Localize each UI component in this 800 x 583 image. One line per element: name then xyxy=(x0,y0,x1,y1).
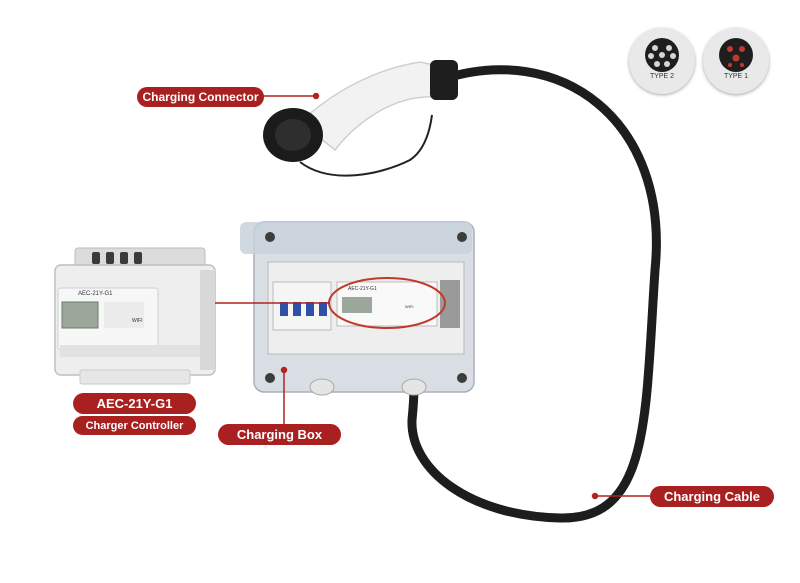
type1-label: TYPE 1 xyxy=(723,73,749,80)
box-meter-model-print: AEC-21Y-G1 xyxy=(348,286,377,292)
box-meter-wifi-print: WIFI xyxy=(405,304,414,309)
controller-wifi-print: WIFI xyxy=(132,318,143,324)
type2-label: TYPE 2 xyxy=(649,73,675,80)
type1-plug-icon xyxy=(719,38,753,72)
label-controller-model: AEC-21Y-G1 xyxy=(73,393,196,414)
charging-cable xyxy=(407,65,661,523)
connector-lanyard xyxy=(299,114,433,177)
connector-type-badge-type1: TYPE 1 xyxy=(703,28,769,94)
connector-type-badge-type2: TYPE 2 xyxy=(629,28,695,94)
label-charging-box: Charging Box xyxy=(218,424,341,445)
charging-connector-handle xyxy=(263,60,458,162)
label-charging-connector: Charging Connector xyxy=(137,87,264,107)
label-charger-controller: Charger Controller xyxy=(73,416,196,435)
controller-model-print: AEC-21Y-G1 xyxy=(78,291,113,297)
charging-box xyxy=(240,221,475,396)
label-charging-cable: Charging Cable xyxy=(650,486,774,507)
charger-controller-device xyxy=(54,247,216,385)
type2-plug-icon xyxy=(645,38,679,72)
